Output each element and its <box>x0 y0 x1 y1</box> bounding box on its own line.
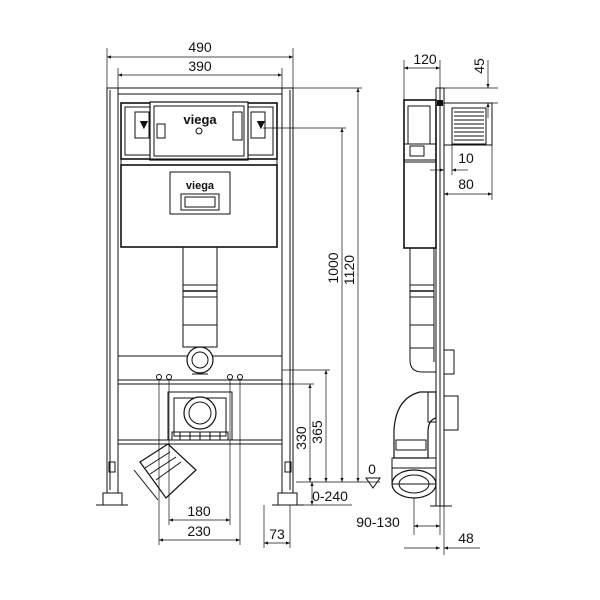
flush-plate <box>443 102 493 146</box>
waste-bend-side <box>391 391 459 499</box>
dimension-label-80: 80 <box>458 176 474 192</box>
dimension-label-1000: 1000 <box>325 252 341 283</box>
dimension-120: 120 <box>403 51 441 100</box>
arrow-down-icon: ▼ <box>137 116 151 132</box>
dimension-45: 45 <box>440 58 498 118</box>
dimension-230: 230 <box>159 523 240 542</box>
dimension-label-10: 10 <box>458 150 474 166</box>
dimension-label-180: 180 <box>187 503 211 519</box>
dimension-10: 10 <box>430 145 474 175</box>
dimension-330: 330 <box>282 383 314 482</box>
dimension-label-1120: 1120 <box>341 255 357 285</box>
dimension-1120: 1120 <box>293 87 362 482</box>
front-view: 490 390 <box>96 39 381 548</box>
dimension-73: 73 <box>263 505 291 548</box>
waste-connector <box>167 391 233 441</box>
mounting-points <box>156 374 243 380</box>
dimension-label-490: 490 <box>188 39 212 55</box>
dimension-label-365: 365 <box>309 420 325 444</box>
dimension-1000: 1000 <box>263 127 346 482</box>
dimension-label-330: 330 <box>293 426 309 450</box>
flush-pipe-side <box>409 247 455 375</box>
brand-logo: viega <box>183 112 217 127</box>
dimension-label-73: 73 <box>269 526 285 542</box>
dimension-90-130: 90-130 <box>356 498 441 535</box>
cistern-body: viega <box>120 164 278 248</box>
dimension-label-0-240: 0-240 <box>312 488 348 504</box>
floor-zero-label: 0 <box>368 461 376 477</box>
dimension-80: 80 <box>444 145 493 200</box>
dimension-180: 180 <box>158 380 241 545</box>
floor-reference: 0 0-240 <box>296 461 381 506</box>
dimension-label-90-130: 90-130 <box>356 514 400 530</box>
dimension-label-390: 390 <box>188 58 212 74</box>
arrow-down-icon: ▼ <box>254 116 268 132</box>
cistern-housing: viega ▼ ▼ <box>120 101 278 166</box>
cistern-logo: viega <box>186 180 215 192</box>
dimension-490: 490 <box>106 39 294 90</box>
dimension-48: 48 <box>404 506 480 555</box>
dimension-label-45: 45 <box>471 58 487 74</box>
side-view: 120 45 <box>356 51 498 555</box>
dimension-365: 365 <box>282 369 330 482</box>
dimension-label-48: 48 <box>458 530 474 546</box>
dimension-label-230: 230 <box>187 523 211 539</box>
flush-pipe <box>182 246 218 375</box>
dimension-390: 390 <box>117 58 283 92</box>
waste-bend <box>133 443 197 501</box>
dimension-label-120: 120 <box>413 51 437 67</box>
cistern-side <box>403 99 437 249</box>
